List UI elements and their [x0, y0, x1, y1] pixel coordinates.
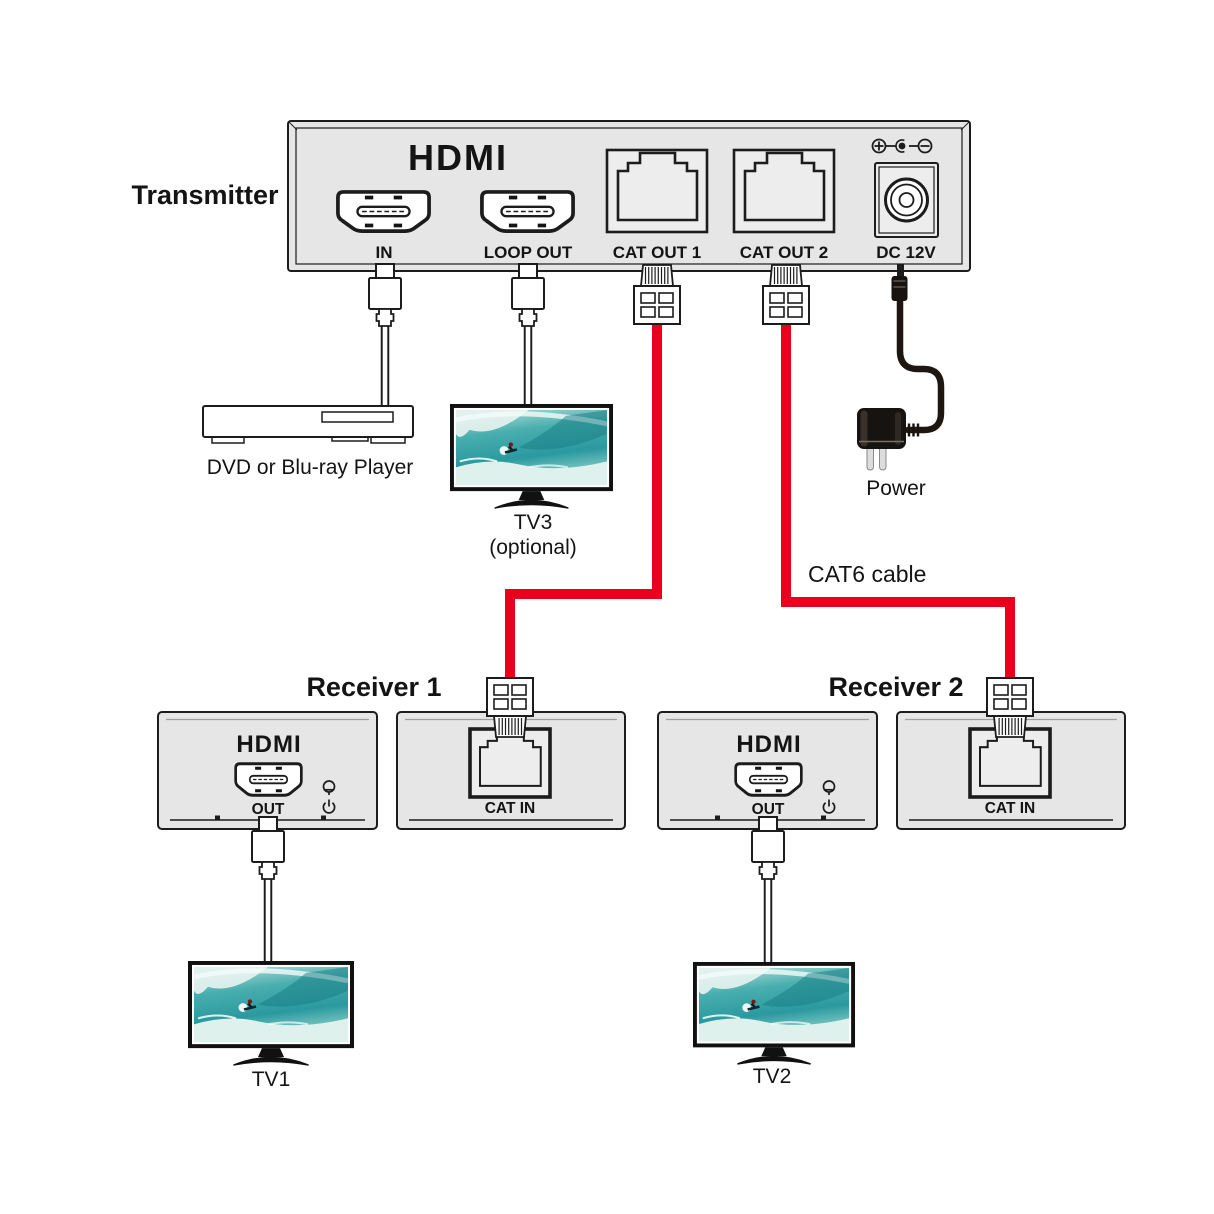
receiver1-label: Receiver 1 — [306, 672, 441, 702]
hdmi-logo-transmitter: HDMI — [408, 137, 508, 178]
polarity-center-positive-icon — [871, 138, 933, 154]
indicator-led-icon — [822, 780, 836, 795]
cat-out-2-port — [734, 150, 834, 232]
power-label: Power — [866, 477, 926, 500]
transmitter-unit: HDMI IN LOOP OUT CAT OUT 1 CAT OUT 2 DC — [287, 120, 971, 272]
dc-jack — [874, 162, 939, 238]
tv2-label: TV2 — [753, 1065, 792, 1088]
tv1-label: TV1 — [252, 1068, 291, 1091]
dvd-player — [202, 405, 414, 444]
plug-prong — [879, 445, 887, 471]
hdmi-logo-receiver1: HDMI — [236, 731, 301, 758]
tv1 — [190, 963, 352, 1065]
rj45-plug-cat-out-2 — [762, 264, 810, 325]
receiver2-label: Receiver 2 — [828, 672, 963, 702]
receiver2-hdmi-panel: HDMI OUT — [657, 711, 878, 830]
cat-out-1-label: CAT OUT 1 — [613, 243, 701, 262]
cat6-cable-1 — [505, 320, 662, 680]
receiver1-cat-in-label: CAT IN — [485, 800, 536, 817]
hdmi-logo-receiver2: HDMI — [736, 731, 801, 758]
dc-12v-label: DC 12V — [876, 243, 936, 262]
hdmi-loop-out-port — [480, 190, 575, 233]
loop-out-label: LOOP OUT — [484, 243, 573, 262]
receiver2-cat-in-label: CAT IN — [985, 800, 1036, 817]
tv3-note: (optional) — [489, 536, 577, 559]
hdmi-in-port — [336, 190, 431, 233]
tv3 — [452, 406, 611, 508]
power-cable — [896, 292, 945, 434]
receiver2-out-port — [734, 762, 803, 797]
dvd-player-label: DVD or Blu-ray Player — [207, 456, 414, 479]
transmitter-label: Transmitter — [131, 180, 279, 210]
power-icon — [822, 799, 836, 814]
dc-power-plug — [891, 264, 908, 301]
hdmi-plug-in — [368, 263, 402, 327]
receiver2-out-label: OUT — [752, 801, 785, 818]
receiver1-out-label: OUT — [252, 801, 285, 818]
receiver1-hdmi-panel: HDMI OUT — [157, 711, 378, 830]
power-icon — [322, 799, 336, 814]
receiver2-cat-panel: CAT IN — [896, 711, 1126, 830]
cat6-cable-2 — [781, 320, 1015, 680]
cat-out-2-label: CAT OUT 2 — [740, 243, 828, 262]
cat6-cable-label: CAT6 cable — [808, 561, 926, 587]
tv3-label: TV3 — [514, 511, 553, 534]
indicator-led-icon — [322, 780, 336, 795]
power-adapter — [857, 408, 920, 471]
tv2 — [695, 964, 853, 1064]
rj45-plug-cat-out-1 — [633, 264, 681, 325]
hdmi-in-label: IN — [376, 243, 393, 262]
cat-out-1-port — [607, 150, 707, 232]
receiver1-cat-panel: CAT IN — [396, 711, 626, 830]
hdmi-plug-loop-out — [511, 263, 545, 327]
receiver1-out-port — [234, 762, 303, 797]
plug-prong — [866, 445, 874, 471]
